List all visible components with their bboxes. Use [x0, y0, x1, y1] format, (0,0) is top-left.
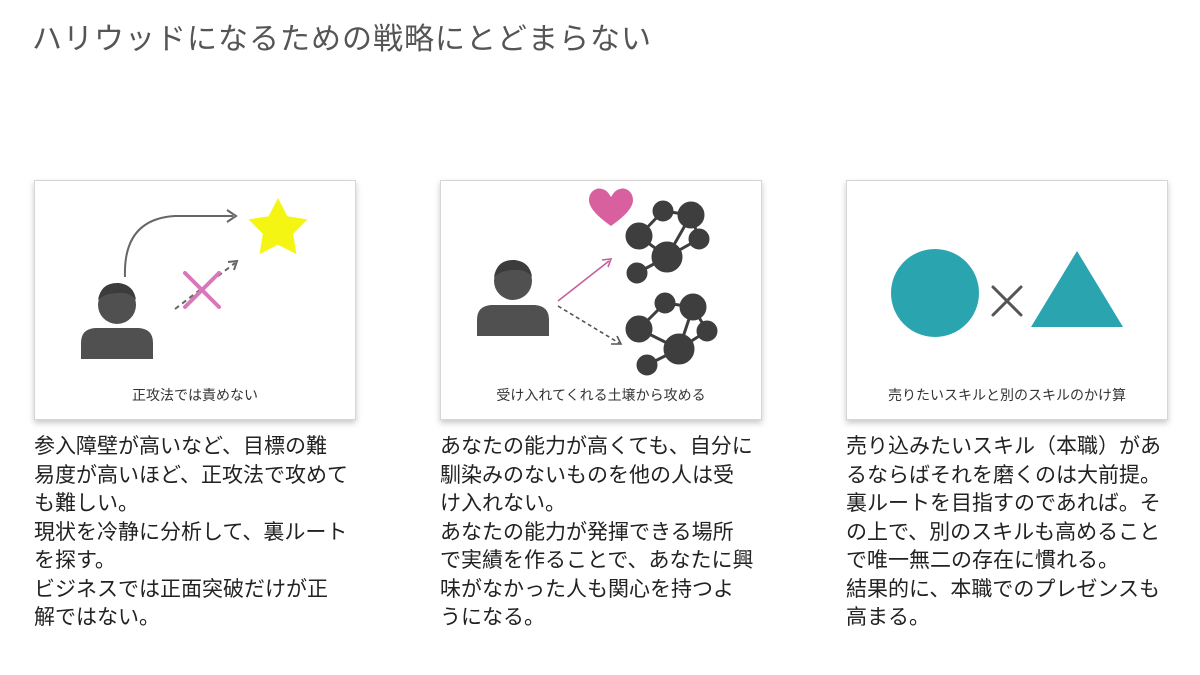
description-line: の上で、別のスキルも高めること — [846, 519, 1161, 544]
cross-icon — [183, 271, 221, 309]
description-line: で唯一無二の存在に慣れる。 — [846, 548, 1119, 572]
description-line: 売り込みたいスキル（本職）があ — [846, 434, 1161, 458]
description-line: 味がなかった人も関心を持つよ — [440, 576, 734, 601]
card-description-1: 参入障壁が高いなど、目標の難 易度が高いほど、正攻法で攻めて も難しい。 現状を… — [34, 432, 370, 632]
description-line: 結果的に、本職でのプレゼンスも — [846, 576, 1160, 601]
description-line: 参入障壁が高いなど、目標の難 — [34, 434, 327, 458]
network-icon — [625, 200, 710, 284]
description-line: うになる。 — [440, 605, 545, 629]
description-line: あなたの能力が発揮できる場所 — [440, 519, 734, 544]
description-line: 現状を冷静に分析して、裏ルート — [34, 519, 348, 544]
description-line: あなたの能力が高くても、自分に — [440, 434, 753, 458]
card-caption: 正攻法では責めない — [132, 388, 258, 404]
description-line: 易度が高いほど、正攻法で攻めて — [34, 462, 348, 487]
description-line: 裏ルートを目指すのであれば。そ — [846, 491, 1161, 515]
curved-arrow-icon — [123, 209, 238, 278]
card-frontal-approach: 正攻法では責めない — [34, 180, 356, 420]
card-caption: 受け入れてくれる土壌から攻める — [496, 388, 706, 404]
card-receptive-ground: 受け入れてくれる土壌から攻める — [440, 180, 762, 420]
dashed-arrow-icon — [557, 305, 623, 345]
network-icon — [625, 292, 718, 376]
description-line: を探す。 — [34, 548, 116, 572]
person-icon — [477, 259, 549, 336]
description-line: も難しい。 — [34, 491, 139, 515]
description-line: 高まる。 — [846, 605, 930, 629]
slide-title: ハリウッドになるための戦略にとどまらない — [32, 22, 652, 57]
person-icon — [81, 282, 153, 359]
card-skill-multiplication: 売りたいスキルと別のスキルのかけ算 — [846, 180, 1168, 420]
description-line: け入れない。 — [440, 491, 566, 515]
description-line: 解ではない。 — [34, 605, 160, 629]
heart-icon — [589, 188, 633, 226]
triangle-icon — [1031, 251, 1123, 327]
star-icon — [248, 198, 308, 255]
description-line: るならばそれを磨くのは大前提。 — [846, 462, 1161, 487]
multiply-icon — [991, 285, 1023, 317]
pink-arrow-icon — [557, 258, 613, 302]
description-line: ビジネスでは正面突破だけが正 — [34, 576, 328, 601]
description-line: 馴染みのないものを他の人は受 — [440, 462, 734, 487]
description-line: で実績を作ることで、あなたに興 — [440, 548, 754, 572]
circle-icon — [891, 249, 979, 337]
card-caption: 売りたいスキルと別のスキルのかけ算 — [888, 388, 1126, 404]
card-description-2: あなたの能力が高くても、自分に 馴染みのないものを他の人は受 け入れない。 あな… — [440, 432, 776, 632]
card-description-3: 売り込みたいスキル（本職）があ るならばそれを磨くのは大前提。 裏ルートを目指す… — [846, 432, 1182, 632]
